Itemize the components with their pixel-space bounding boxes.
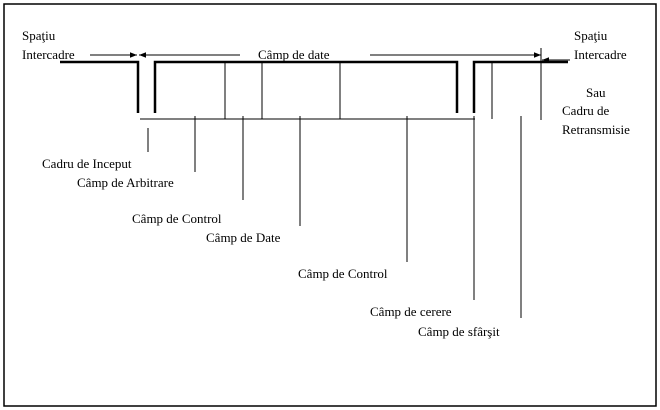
label-interframe-right-1: Spaţiu [574, 28, 608, 43]
waveform-right-idle [472, 60, 568, 113]
label-control-field-2: Câmp de Control [298, 266, 388, 281]
label-interframe-left-1: Spaţiu [22, 28, 56, 43]
label-retransmit-1: Cadru de [562, 103, 610, 118]
label-start-of-frame: Cadru de Inceput [42, 156, 132, 171]
label-control-field: Câmp de Control [132, 211, 222, 226]
waveform-frame-body [153, 60, 459, 113]
label-retransmit-2: Retransmisie [562, 122, 630, 137]
label-or: Sau [586, 85, 606, 100]
leader-lines [147, 116, 522, 318]
label-data-field-top: Câmp de date [258, 47, 330, 62]
signal-waveform [60, 60, 568, 113]
label-end-field: Câmp de sfârşit [418, 324, 500, 339]
label-arbitration-field: Câmp de Arbitrare [77, 175, 174, 190]
label-data-field: Câmp de Date [206, 230, 281, 245]
span-arrows [90, 48, 570, 120]
label-interframe-right-2: Intercadre [574, 47, 627, 62]
outer-border [3, 3, 657, 407]
label-request-field: Câmp de cerere [370, 304, 452, 319]
field-separators [224, 62, 493, 119]
waveform-left-idle [60, 60, 140, 113]
label-interframe-left-2: Intercadre [22, 47, 75, 62]
